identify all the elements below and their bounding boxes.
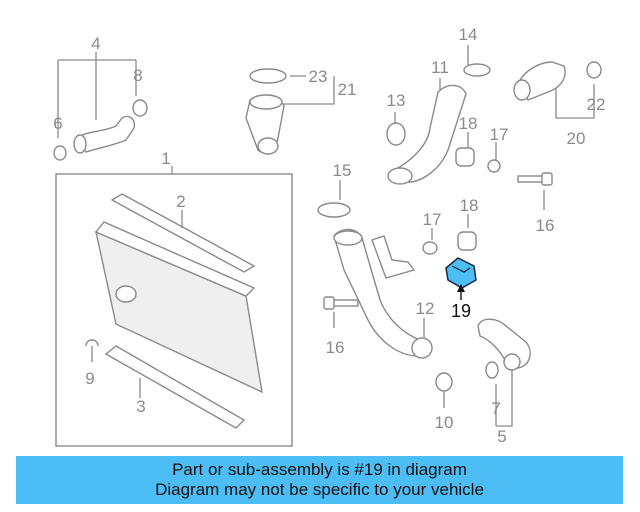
part-group-21-23 — [245, 68, 335, 155]
callout-labels: 4 8 6 23 21 14 11 13 18 17 22 20 1 2 15 … — [53, 25, 605, 446]
intercooler-port — [115, 285, 137, 303]
callout-7: 7 — [491, 399, 500, 418]
callout-15: 15 — [333, 161, 352, 180]
part-group-12-15 — [317, 180, 433, 359]
callout-16-upper: 16 — [536, 216, 555, 235]
callout-8: 8 — [133, 66, 142, 85]
hose-21-end — [249, 94, 283, 110]
pipe-12-top — [333, 230, 363, 246]
callout-22: 22 — [587, 95, 606, 114]
bolt-16-head — [541, 172, 553, 186]
part-group-intercooler — [55, 166, 293, 447]
pipe-part-12 — [333, 228, 421, 357]
part-group-16-lower — [323, 296, 359, 328]
clamp-part-23 — [249, 68, 287, 84]
seal-part-13 — [386, 122, 406, 146]
hose-5-end — [503, 353, 521, 371]
part-group-5-7-10 — [435, 318, 531, 427]
callout-14: 14 — [459, 25, 478, 44]
pipe-11-end — [387, 167, 413, 185]
callout-16-lower: 16 — [326, 338, 345, 357]
callout-1: 1 — [161, 149, 170, 168]
info-banner: Part or sub-assembly is #19 in diagram D… — [16, 456, 623, 504]
hose-20-end — [513, 79, 531, 101]
callout-5: 5 — [497, 427, 506, 446]
nut-part-17 — [487, 159, 501, 173]
part-group-20-22 — [513, 61, 602, 119]
clamp-part-22 — [586, 61, 602, 79]
bolt-16-lower-head — [323, 296, 335, 310]
clip-part-9 — [85, 339, 99, 347]
pipe-12-end — [411, 337, 433, 359]
bushing-part-18 — [455, 147, 475, 167]
callout-17-upper: 17 — [490, 125, 509, 144]
pipe-12-branch — [371, 235, 416, 279]
clamp-part-6 — [53, 145, 67, 161]
callout-18-lower: 18 — [460, 196, 479, 215]
pipe-part-11 — [392, 84, 467, 183]
clamp-part-8 — [132, 99, 148, 117]
part-group-17-18-upper — [455, 132, 501, 173]
callout-17-lower: 17 — [423, 210, 442, 229]
bracket-part-19 — [445, 257, 477, 289]
callout-18-upper: 18 — [459, 114, 478, 133]
intercooler-top — [94, 221, 256, 297]
callout-21: 21 — [338, 80, 357, 99]
bushing-part-18-lower — [457, 231, 477, 251]
callout-9: 9 — [85, 369, 94, 388]
part-group-16-upper — [517, 172, 553, 210]
part-group-4-6-8 — [53, 52, 148, 161]
callout-19: 19 — [451, 301, 471, 321]
callout-20: 20 — [567, 129, 586, 148]
parts-diagram: 4 8 6 23 21 14 11 13 18 17 22 20 1 2 15 … — [53, 25, 605, 447]
callout-13: 13 — [387, 91, 406, 110]
hose-part-4 — [74, 115, 136, 153]
part-group-11-13-14 — [386, 45, 491, 185]
clamp-part-7 — [485, 361, 499, 379]
nut-part-17-lower — [422, 241, 438, 255]
callout-3: 3 — [136, 397, 145, 416]
part-19-highlighted — [445, 257, 477, 300]
hose-21-end2 — [257, 137, 279, 155]
strip-part-2 — [110, 193, 256, 273]
callout-2: 2 — [176, 192, 185, 211]
callout-12: 12 — [416, 299, 435, 318]
clamp-part-14 — [463, 63, 491, 77]
callout-6: 6 — [53, 114, 62, 133]
hose-end — [73, 134, 87, 154]
callout-11: 11 — [431, 58, 449, 77]
callout-4: 4 — [91, 34, 100, 53]
part-group-17-18-lower — [422, 214, 477, 255]
hose-part-20 — [519, 61, 566, 101]
strip-part-3 — [104, 345, 246, 429]
banner-line-1: Part or sub-assembly is #19 in diagram — [172, 460, 467, 479]
callout-10: 10 — [435, 413, 454, 432]
banner-line-2: Diagram may not be specific to your vehi… — [155, 480, 484, 499]
callout-23: 23 — [309, 67, 328, 86]
seal-part-10 — [435, 372, 453, 392]
clamp-part-15 — [317, 202, 351, 218]
